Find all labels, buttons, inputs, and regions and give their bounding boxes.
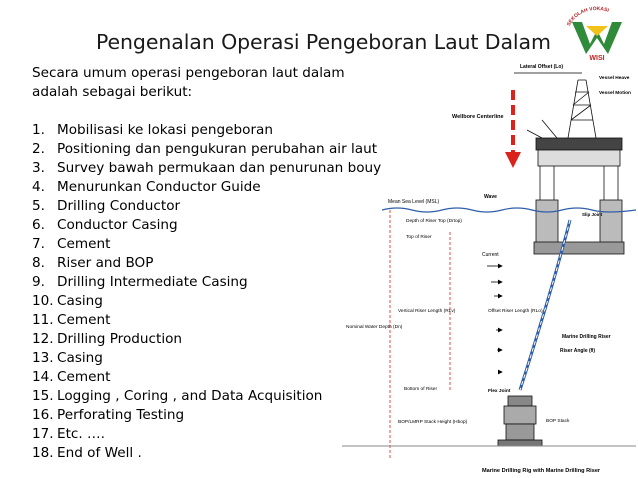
drilling-rig-diagram: Lateral Offset (Lo) Vessel Heave Vessel … [342,64,636,474]
nominal-water-depth-label: Nominal Water Depth (Dn) [346,324,403,330]
current-arrows [487,263,503,375]
logo-letters: WISI [589,55,604,62]
step-text: Drilling Conductor [57,198,181,214]
list-item: 16.Perforating Testing [32,406,381,425]
lateral-offset-label: Lateral Offset (Lo) [520,64,563,70]
step-text: Survey bawah permukaan dan penurunan bou… [57,160,382,176]
slip-joint-label: Slip Joint [582,212,603,217]
bottom-of-riser-label: Bottom of Riser [404,386,437,392]
depth-riser-top-label: Depth of Riser Top (Drtop) [406,218,462,224]
riser-angle-label: Riser Angle (θ) [560,348,595,354]
step-number: 15. [32,388,54,404]
step-text: Logging , Coring , and Data Acquisition [57,388,323,404]
step-number: 1. [32,122,45,138]
list-item: 17.Etc. …. [32,425,381,444]
list-item: 13.Casing [32,349,381,368]
step-number: 9. [32,274,45,290]
list-item: 18.End of Well . [32,444,381,463]
step-text: Menurunkan Conductor Guide [57,179,261,195]
step-number: 2. [32,141,45,157]
list-item: 8. Riser and BOP [32,254,381,273]
drilling-rig-icon [526,79,625,255]
step-text: Cement [57,236,111,252]
step-text: End of Well . [57,445,142,461]
step-number: 13. [32,350,54,366]
wellbore-centerline-label: Wellbore Centerline [452,114,504,120]
step-number: 4. [32,179,45,195]
msl-label: Mean Sea Level (MSL) [388,199,439,205]
logo-arc-text: SEKOLAH VOKASI [566,6,610,27]
step-number: 8. [32,255,45,271]
step-number: 14. [32,369,54,385]
step-number: 3. [32,160,45,176]
intro-text: Secara umum operasi pengeboran laut dala… [32,64,345,102]
bop-stack-label: BOP Stack [546,418,570,424]
list-item: 5. Drilling Conductor [32,197,381,216]
vessel-heave-label: Vessel Heave [599,75,630,81]
vessel-motion-label: Vessel Motion [599,90,631,96]
list-item: 15.Logging , Coring , and Data Acquisiti… [32,387,381,406]
step-number: 12. [32,331,54,347]
list-item: 1. Mobilisasi ke lokasi pengeboran [32,121,381,140]
list-item: 6. Conductor Casing [32,216,381,235]
step-text: Mobilisasi ke lokasi pengeboran [57,122,273,138]
step-text: Conductor Casing [57,217,178,233]
list-item: 3. Survey bawah permukaan dan penurunan b… [32,159,381,178]
intro-line-2: adalah sebagai berikut: [32,84,193,100]
marine-drilling-riser-label: Marine Drilling Riser [562,334,611,340]
step-number: 16. [32,407,54,423]
step-text: Casing [57,350,103,366]
step-number: 18. [32,445,54,461]
offset-riser-length-label: Offset Riser Length (RLo) [488,308,543,314]
list-item: 2. Positioning dan pengukuran perubahan a… [32,140,381,159]
step-number: 17. [32,426,54,442]
step-text: Drilling Intermediate Casing [57,274,248,290]
list-item: 7. Cement [32,235,381,254]
vertical-riser-length-label: Vertical Riser Length (RLv) [398,308,456,314]
school-logo: SEKOLAH VOKASI WISI [566,6,622,62]
list-item: 12.Drilling Production [32,330,381,349]
intro-line-1: Secara umum operasi pengeboran laut dala… [32,65,345,81]
wellbore-arrow-icon [505,152,521,168]
step-number: 10. [32,293,54,309]
bop-stack-icon [497,395,543,447]
wave-label: Wave [484,194,497,200]
step-text: Etc. …. [57,426,105,442]
step-text: Cement [57,369,111,385]
step-number: 5. [32,198,45,214]
diagram-caption: Marine Drilling Rig with Marine Drilling… [482,468,601,474]
list-item: 11.Cement [32,311,381,330]
step-number: 11. [32,312,54,328]
list-item: 4. Menurunkan Conductor Guide [32,178,381,197]
step-text: Casing [57,293,103,309]
svg-text:SEKOLAH VOKASI: SEKOLAH VOKASI [566,6,610,27]
step-number: 7. [32,236,45,252]
top-of-riser-label: Top of Riser [406,234,432,240]
step-text: Perforating Testing [57,407,185,423]
step-text: Positioning dan pengukuran perubahan air… [57,141,378,157]
bop-stack-height-label: BOP/LMRP Stack Height (Hbop) [398,419,468,425]
step-text: Riser and BOP [57,255,154,271]
step-text: Drilling Production [57,331,183,347]
current-label: Current [482,252,499,258]
step-number: 6. [32,217,45,233]
flex-joint-label: Flex Joint [488,388,511,394]
list-item: 9. Drilling Intermediate Casing [32,273,381,292]
list-item: 14.Cement [32,368,381,387]
riser-joints [519,219,571,391]
page-title: Pengenalan Operasi Pengeboran Laut Dalam [96,30,551,54]
list-item: 10.Casing [32,292,381,311]
sea-surface-line [381,207,636,213]
operation-steps-list: 1. Mobilisasi ke lokasi pengeboran 2. Posi… [32,121,381,463]
step-text: Cement [57,312,111,328]
